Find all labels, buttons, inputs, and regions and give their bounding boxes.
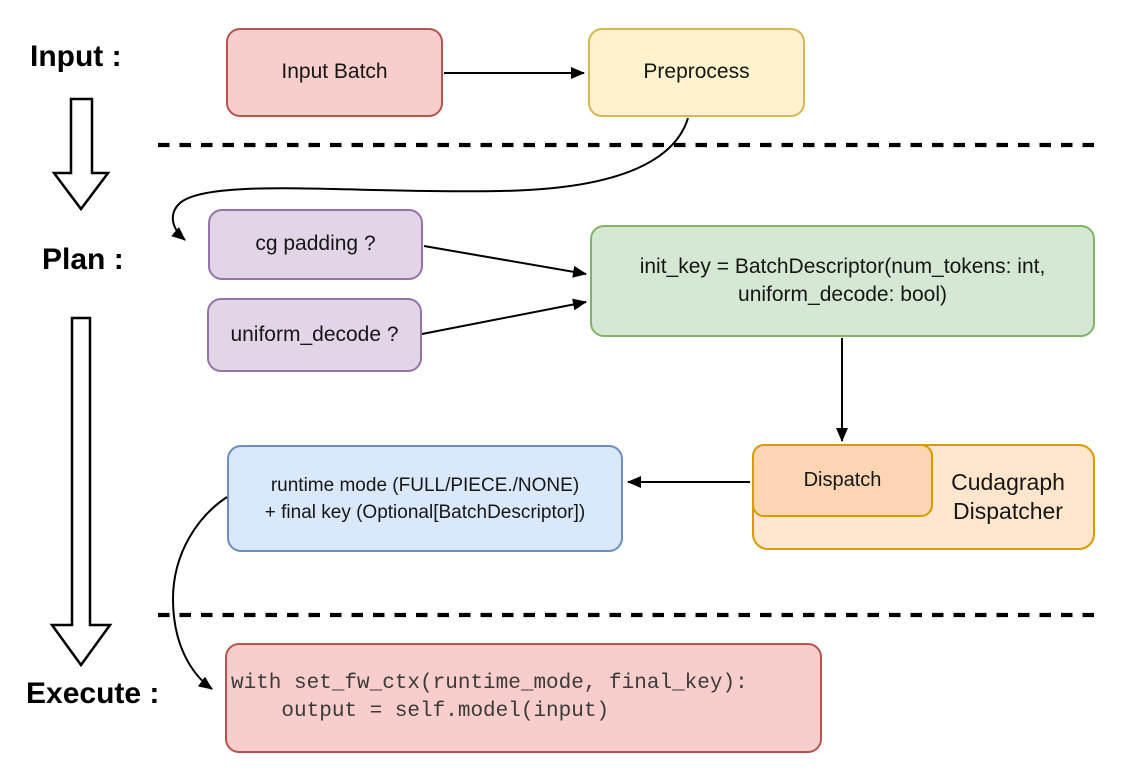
phase-label-plan: Plan :	[42, 243, 124, 276]
node-uniform-decode: uniform_decode ?	[207, 298, 422, 372]
node-runtime-line1: runtime mode (FULL/PIECE./NONE)	[270, 474, 580, 496]
cudagraph-line2: Dispatcher	[953, 498, 1063, 524]
hollow-arrow-input-to-plan-icon	[51, 97, 111, 212]
node-runtime-result: runtime mode (FULL/PIECE./NONE) + final …	[227, 445, 623, 552]
hollow-arrow-plan-to-execute-icon	[49, 316, 113, 668]
node-input-batch: Input Batch	[226, 28, 443, 117]
phase-label-input: Input :	[30, 40, 122, 73]
node-init-key-line1: init_key = BatchDescriptor(num_tokens: i…	[639, 255, 1046, 278]
cudagraph-line1: Cudagraph	[951, 469, 1065, 495]
node-cg-padding-label: cg padding ?	[255, 232, 376, 256]
node-cg-padding: cg padding ?	[208, 209, 423, 280]
execute-code-line1: with set_fw_ctx(runtime_mode, final_key)…	[231, 672, 748, 695]
arrow-runtime-to-executecode	[171, 496, 228, 690]
node-preprocess: Preprocess	[588, 28, 805, 117]
node-cudagraph-dispatcher-label: Cudagraph Dispatcher	[923, 446, 1093, 548]
arrow-uniformdecode-to-initkey	[421, 298, 587, 335]
node-execute-code: with set_fw_ctx(runtime_mode, final_key)…	[225, 643, 822, 753]
node-input-batch-label: Input Batch	[281, 60, 388, 84]
node-runtime-line2: + final key (Optional[BatchDescriptor])	[264, 501, 586, 523]
node-init-key: init_key = BatchDescriptor(num_tokens: i…	[590, 225, 1095, 337]
execute-code-line2: output = self.model(input)	[231, 700, 610, 723]
node-dispatch: Dispatch	[752, 444, 933, 517]
node-preprocess-label: Preprocess	[643, 60, 750, 84]
phase-label-execute: Execute :	[26, 677, 160, 710]
arrow-cgpadding-to-initkey	[423, 245, 587, 278]
node-init-key-line2: uniform_decode: bool)	[738, 283, 947, 306]
node-uniform-decode-label: uniform_decode ?	[230, 322, 399, 346]
node-dispatch-label: Dispatch	[803, 469, 882, 491]
